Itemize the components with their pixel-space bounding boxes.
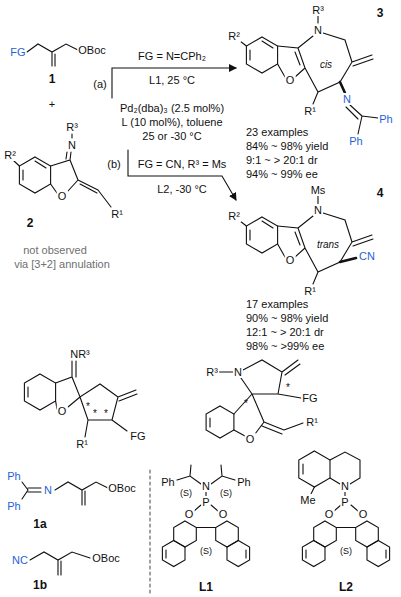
atom-label: O — [285, 74, 296, 86]
result-text: 90% ~ 98% yield — [245, 312, 329, 324]
compound-number: L1 — [198, 581, 214, 594]
atom-label: NC — [11, 554, 29, 566]
atom-label: N — [340, 480, 350, 492]
condition-text: FG = CN, R³ = Ms — [137, 158, 228, 170]
atom-label: R¹ — [110, 208, 124, 220]
stereo-mark: * — [285, 382, 291, 393]
result-text: 9:1 ~ > 20:1 dr — [245, 154, 319, 166]
atom-label: R¹ — [303, 105, 317, 117]
stereo-mark: * — [85, 401, 91, 412]
atom-label: OBoc — [91, 552, 121, 564]
result-text: 12:1 ~ > 20:1 dr — [245, 326, 325, 338]
atom-label: Ph — [160, 476, 175, 488]
condition-text: (b) — [106, 158, 121, 170]
atom-label: R² — [227, 30, 241, 42]
atom-label: P — [340, 496, 349, 508]
atom-label: R³ — [205, 366, 219, 378]
atom-label: Ph — [6, 470, 21, 482]
atom-label: O — [218, 508, 229, 520]
note-text: not observed — [22, 244, 88, 256]
result-text: 84% ~ 98% yield — [245, 140, 329, 152]
atom-label: O — [358, 508, 369, 520]
result-text: 23 examples — [245, 126, 309, 138]
atom-label: N — [201, 480, 211, 492]
atom-label: R¹ — [303, 285, 317, 297]
atom-label: R² — [3, 149, 17, 161]
condition-text: L2, -30 °C — [156, 183, 208, 195]
condition-text: L (10 mol%), toluene — [120, 116, 223, 128]
atom-label: Ph — [378, 113, 393, 125]
result-text: 98% ~ >99% ee — [245, 340, 325, 352]
stereo-descriptor: (S) — [179, 489, 193, 499]
compound-number: 2 — [26, 217, 35, 230]
atom-label: N — [43, 484, 53, 496]
note-text: via [3+2] annulation — [13, 258, 111, 270]
result-text: 17 examples — [245, 298, 309, 310]
atom-label: O — [184, 508, 195, 520]
atom-label: FG — [9, 46, 26, 58]
compound-number: 1 — [48, 73, 57, 86]
atom-label: N — [313, 24, 323, 36]
atom-label: CN — [358, 250, 376, 262]
stereo-mark: * — [92, 408, 98, 419]
stereo-descriptor: (S) — [199, 547, 213, 557]
stereo-descriptor: (S) — [339, 547, 353, 557]
atom-label: O — [245, 433, 256, 445]
atom-label: N — [313, 204, 323, 216]
condition-text: (a) — [92, 78, 107, 90]
condition-text: Pd₂(dba)₃ (2.5 mol%) — [119, 102, 225, 114]
result-text: 94% ~ 99% ee — [245, 168, 319, 180]
atom-label: OBoc — [107, 482, 137, 494]
atom-label: R¹ — [305, 416, 319, 428]
condition-text: L1, 25 °C — [148, 74, 196, 86]
condition-text: FG = N=CPh₂ — [137, 50, 207, 62]
stereo-descriptor: (S) — [219, 489, 233, 499]
atom-label: Me — [299, 494, 316, 506]
compound-number: 1b — [32, 579, 48, 592]
atom-label: O — [324, 508, 335, 520]
atom-label: R² — [227, 210, 241, 222]
condition-text: + — [48, 98, 56, 110]
atom-label: O — [285, 254, 296, 266]
atom-label: N — [342, 93, 352, 105]
atom-label: O — [57, 405, 68, 417]
atom-label: Ph — [6, 500, 21, 512]
atom-label: O — [57, 190, 68, 202]
atom-label: N — [233, 366, 243, 378]
atom-label: FG — [301, 392, 318, 404]
condition-text: 25 or -30 °C — [141, 130, 202, 142]
stereo-label: trans — [316, 239, 340, 250]
atom-label: Ph — [348, 135, 363, 147]
atom-label: FG — [129, 430, 146, 442]
compound-number: 3 — [376, 7, 385, 20]
compound-number: L2 — [338, 581, 354, 594]
stereo-label: cis — [319, 59, 333, 70]
atom-label: R³ — [311, 4, 325, 16]
atom-label: OBoc — [77, 44, 107, 56]
atom-label: Ph — [236, 476, 251, 488]
compound-number: 4 — [376, 187, 385, 200]
atom-label: P — [201, 496, 210, 508]
atom-label: NR³ — [69, 348, 91, 360]
stereo-mark: * — [103, 408, 109, 419]
atom-label: Ms — [310, 184, 327, 196]
stereo-mark: * — [243, 398, 249, 409]
atom-label: R³ — [65, 121, 79, 133]
atom-label: R¹ — [75, 438, 89, 450]
atom-label: N — [67, 139, 77, 151]
compound-number: 1a — [32, 518, 47, 531]
